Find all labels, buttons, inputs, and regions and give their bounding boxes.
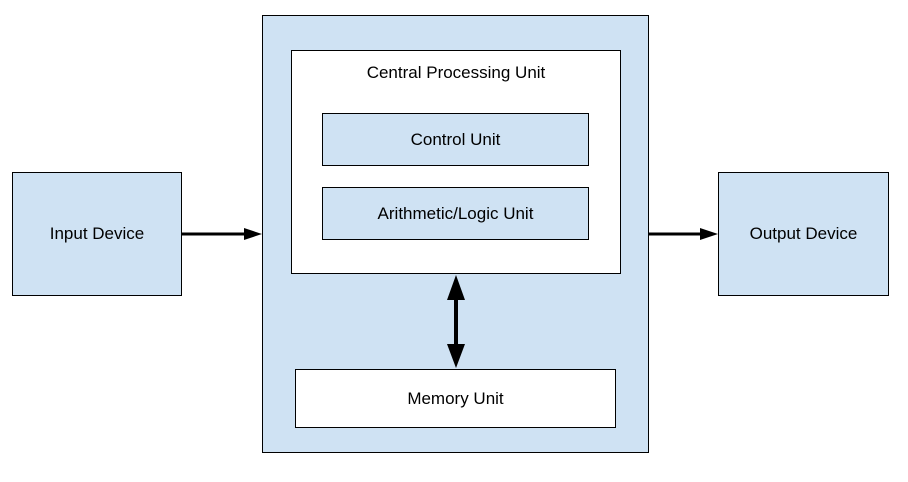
- control-unit-box: Control Unit: [322, 113, 589, 166]
- output-device-label: Output Device: [749, 224, 858, 243]
- control-unit-label: Control Unit: [410, 129, 501, 149]
- input-device-label: Input Device: [49, 224, 145, 243]
- output-device-box: Output Device: [718, 172, 889, 296]
- alu-box: Arithmetic/Logic Unit: [322, 187, 589, 240]
- alu-label: Arithmetic/Logic Unit: [377, 203, 534, 223]
- output-arrow: [649, 228, 718, 240]
- cpu-memory-bidirectional-arrow: [447, 275, 465, 368]
- input-arrow: [182, 228, 262, 240]
- input-device-box: Input Device: [12, 172, 182, 296]
- cpu-title: Central Processing Unit: [366, 63, 546, 82]
- memory-unit-label: Memory Unit: [407, 388, 504, 408]
- memory-unit-box: Memory Unit: [295, 369, 616, 428]
